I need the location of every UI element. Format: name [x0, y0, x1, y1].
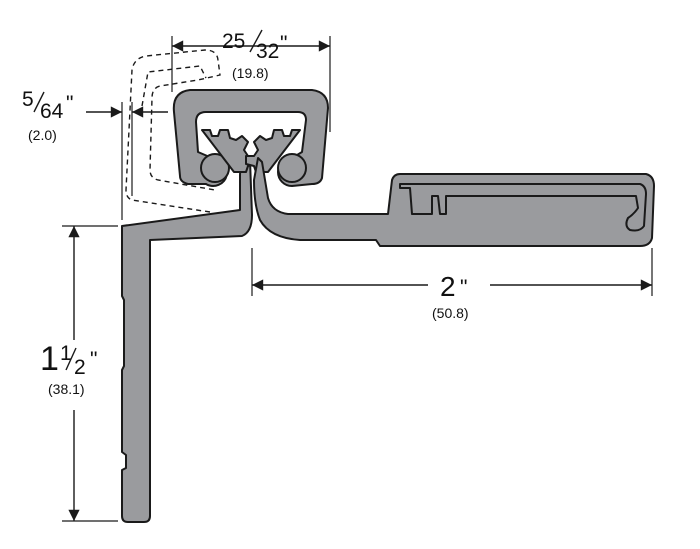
svg-text:": ": [90, 348, 97, 371]
ghost-position-outline: [125, 49, 221, 213]
right-leaf-channel: [399, 183, 647, 232]
svg-text:64: 64: [40, 100, 64, 123]
svg-text:1: 1: [60, 342, 72, 365]
right-leaf-profile: [253, 157, 655, 247]
gap-label: 5 64 " (2.0): [22, 88, 73, 143]
left-gear: [200, 129, 257, 183]
svg-text:(50.8): (50.8): [432, 305, 469, 321]
svg-text:(38.1): (38.1): [48, 381, 85, 397]
svg-text:": ": [280, 32, 287, 55]
svg-text:(2.0): (2.0): [28, 127, 57, 143]
leaf-height-label: 1 1 2 " (38.1): [20, 340, 120, 410]
svg-text:": ": [66, 92, 73, 115]
leaf-width-label: 2 " (50.8): [428, 270, 490, 321]
svg-text:": ": [460, 276, 467, 299]
svg-text:2: 2: [440, 271, 456, 302]
ghost-inner-outline: [141, 65, 207, 107]
top-width-label: 25 32 " (19.8): [222, 29, 287, 81]
svg-text:5: 5: [22, 88, 34, 111]
left-leaf-profile: [121, 159, 253, 523]
svg-text:25: 25: [222, 30, 245, 53]
svg-text:2: 2: [74, 356, 86, 379]
svg-text:1: 1: [40, 340, 59, 378]
svg-text:(19.8): (19.8): [232, 65, 269, 81]
svg-text:32: 32: [256, 40, 279, 63]
